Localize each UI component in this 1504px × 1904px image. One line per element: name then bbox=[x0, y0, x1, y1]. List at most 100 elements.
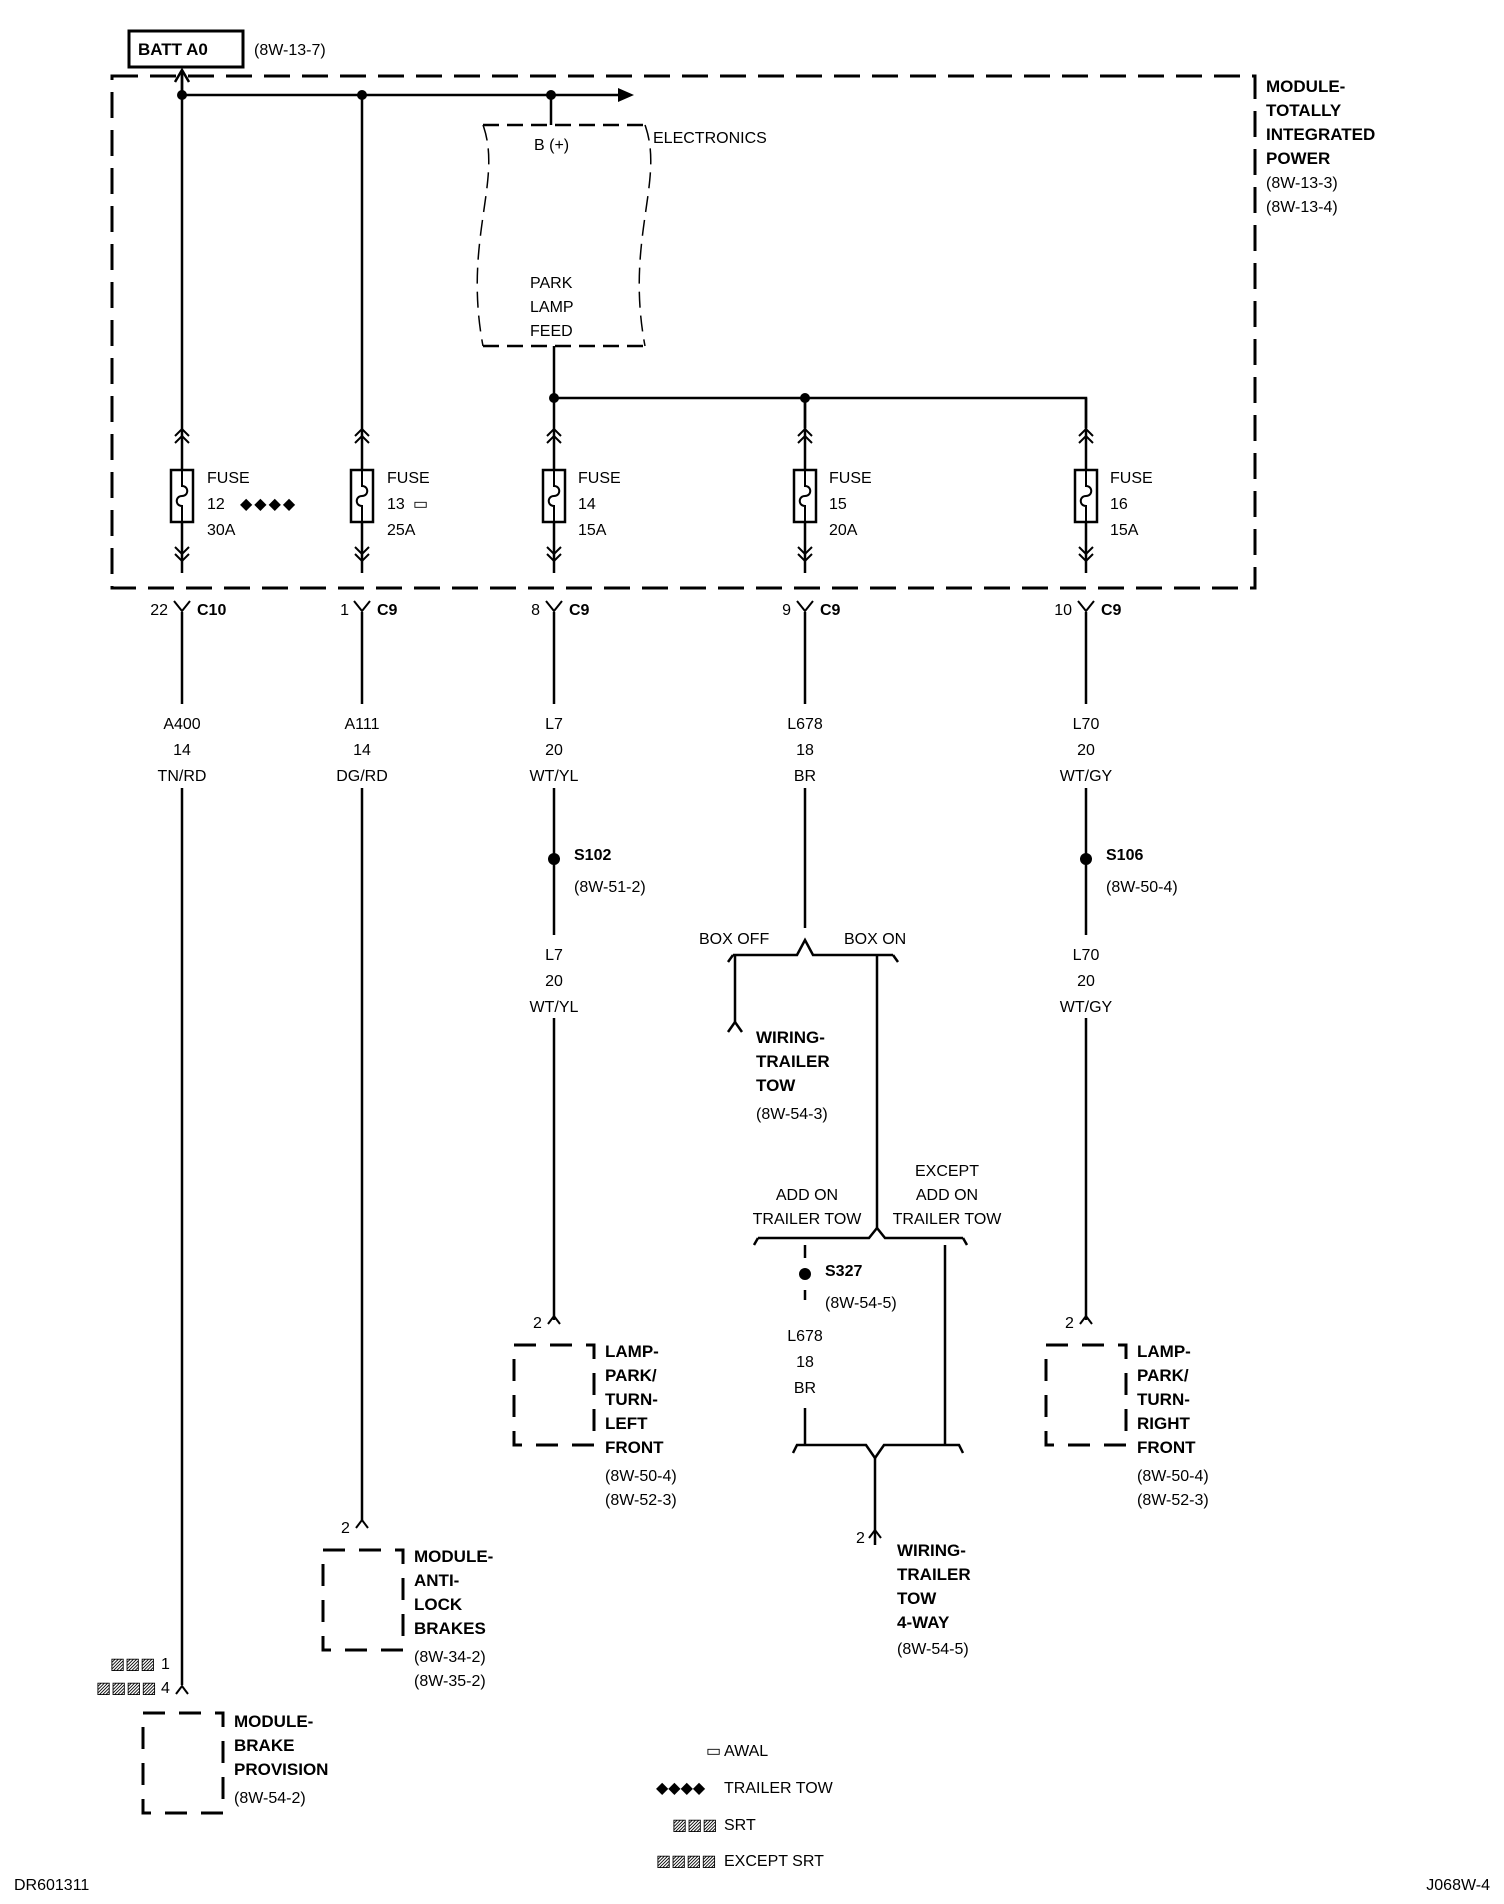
batt-arrow bbox=[173, 67, 191, 83]
splice-name: S327 bbox=[825, 1263, 862, 1280]
trailer-tow-4way-wiring: 2 WIRING- TRAILER TOW 4-WAY (8W-54-5) bbox=[856, 1530, 971, 1658]
box-on-label: BOX ON bbox=[844, 931, 906, 948]
except-add-on-line-1: EXCEPT bbox=[915, 1163, 979, 1180]
fuse-16-amps: 15A bbox=[1110, 522, 1139, 539]
wire-id: L678 bbox=[787, 716, 823, 733]
component-line-4: 4-WAY bbox=[897, 1613, 950, 1632]
fuse-14-amps: 15A bbox=[578, 522, 607, 539]
connector-pin: 9 bbox=[782, 602, 791, 619]
trailer-tow-line-1: WIRING- bbox=[756, 1028, 825, 1047]
component-pin: 2 bbox=[341, 1520, 350, 1537]
bus-junction-3 bbox=[546, 90, 556, 100]
component-pin: 2 bbox=[856, 1530, 865, 1547]
tipm-module-line-4: POWER bbox=[1266, 149, 1330, 168]
batt-ref: (8W-13-7) bbox=[254, 42, 326, 59]
fuse-15-amps: 20A bbox=[829, 522, 858, 539]
except-add-on-line-3: TRAILER TOW bbox=[893, 1211, 1003, 1228]
component-line-3: LOCK bbox=[414, 1595, 463, 1614]
circuit-l678: L678 18 BR bbox=[787, 612, 823, 928]
fuse-13-amps: 25A bbox=[387, 522, 416, 539]
connector-name: C9 bbox=[377, 602, 398, 619]
tipm-module-line-3: INTEGRATED bbox=[1266, 125, 1375, 144]
splice-name: S102 bbox=[574, 847, 611, 864]
wire-gauge: 20 bbox=[545, 742, 563, 759]
wire-gauge: 20 bbox=[1077, 742, 1095, 759]
tipm-module-line-1: MODULE- bbox=[1266, 77, 1345, 96]
splice-ref: (8W-50-4) bbox=[1106, 879, 1178, 896]
legend-text-trailer-tow: TRAILER TOW bbox=[724, 1780, 834, 1797]
box-option-split: BOX OFF BOX ON bbox=[699, 931, 906, 1228]
wire-id: A111 bbox=[345, 716, 380, 733]
lamp-park-turn-right-front: 2 LAMP- PARK/ TURN- RIGHT FRONT (8W-50-4… bbox=[1044, 1315, 1209, 1509]
component-line-4: LEFT bbox=[605, 1414, 648, 1433]
component-ref-1: (8W-34-2) bbox=[414, 1649, 486, 1666]
connector-c9-10: 10 C9 bbox=[1054, 600, 1122, 619]
legend-symbol-trailer-tow: ◆◆◆◆ bbox=[656, 1780, 706, 1797]
fuse-13-word: FUSE bbox=[387, 470, 430, 487]
wire-gauge: 18 bbox=[796, 742, 814, 759]
splice-name: S106 bbox=[1106, 847, 1143, 864]
pin-4-mark: ▨▨▨▨ bbox=[96, 1680, 156, 1697]
fuse-12-trailer-tow-mark: ◆◆◆◆ bbox=[240, 496, 297, 513]
fuse-12-amps: 30A bbox=[207, 522, 236, 539]
legend-text-except-srt: EXCEPT SRT bbox=[724, 1853, 824, 1870]
component-line-1: LAMP- bbox=[1137, 1342, 1191, 1361]
fuse-12-word: FUSE bbox=[207, 470, 250, 487]
connector-name: C9 bbox=[1101, 602, 1122, 619]
fuse-15-number: 15 bbox=[829, 496, 847, 513]
wire-id: L70 bbox=[1073, 947, 1100, 964]
trailer-tow-ref: (8W-54-3) bbox=[756, 1106, 828, 1123]
wire-id: L70 bbox=[1073, 716, 1100, 733]
fuse-13-number: 13 bbox=[387, 496, 405, 513]
fuse-14-number: 14 bbox=[578, 496, 596, 513]
wire-gauge: 20 bbox=[1077, 973, 1095, 990]
wire-id: A400 bbox=[163, 716, 200, 733]
splice-s102-dot bbox=[548, 853, 560, 865]
pin-4-number: 4 bbox=[161, 1680, 170, 1697]
pin-1-number: 1 bbox=[161, 1656, 170, 1673]
batt-label: BATT A0 bbox=[138, 40, 208, 59]
electronics-block: B (+) ELECTRONICS PARK LAMP FEED bbox=[476, 123, 767, 348]
tipm-module-ref-1: (8W-13-3) bbox=[1266, 175, 1338, 192]
component-ref-1: (8W-54-2) bbox=[234, 1790, 306, 1807]
pin-1-mark: ▨▨▨ bbox=[110, 1656, 155, 1673]
circuit-a400: A400 14 TN/RD bbox=[158, 612, 206, 1685]
fuse-12: FUSE 12 ◆◆◆◆ 30A bbox=[169, 95, 297, 573]
legend-text-srt: SRT bbox=[724, 1817, 756, 1834]
fuse-15: FUSE 15 20A bbox=[792, 398, 872, 573]
connector-name: C9 bbox=[820, 602, 841, 619]
wire-gauge: 14 bbox=[353, 742, 371, 759]
splice-ref: (8W-54-5) bbox=[825, 1295, 897, 1312]
trailer-tow-wiring-label: WIRING- TRAILER TOW (8W-54-3) bbox=[756, 1028, 830, 1123]
park-lamp-feed-line-1: PARK bbox=[530, 275, 573, 292]
connector-c9-1: 1 C9 bbox=[340, 600, 398, 619]
component-line-2: PARK/ bbox=[1137, 1366, 1189, 1385]
component-line-3: TURN- bbox=[605, 1390, 658, 1409]
add-on-line-1: ADD ON bbox=[776, 1187, 838, 1204]
electronics-label: ELECTRONICS bbox=[653, 130, 767, 147]
component-ref-1: (8W-50-4) bbox=[605, 1468, 677, 1485]
fuse-14-word: FUSE bbox=[578, 470, 621, 487]
box-off-label: BOX OFF bbox=[699, 931, 769, 948]
component-pin: 2 bbox=[1065, 1315, 1074, 1332]
component-ref-2: (8W-52-3) bbox=[605, 1492, 677, 1509]
fuse-16: FUSE 16 15A bbox=[1073, 398, 1153, 573]
b-plus-label: B (+) bbox=[534, 137, 569, 154]
except-add-on-line-2: ADD ON bbox=[916, 1187, 978, 1204]
connector-pin: 1 bbox=[340, 602, 349, 619]
component-line-1: MODULE- bbox=[234, 1712, 313, 1731]
connector-name: C9 bbox=[569, 602, 590, 619]
wire-id: L7 bbox=[545, 947, 563, 964]
wire-color: WT/YL bbox=[530, 999, 579, 1016]
wire-color: BR bbox=[794, 768, 816, 785]
wire-gauge: 14 bbox=[173, 742, 191, 759]
connector-c9-8: 8 C9 bbox=[531, 600, 590, 619]
connector-pin: 22 bbox=[150, 602, 168, 619]
wire-id: L678 bbox=[787, 1328, 823, 1345]
fuse-16-word: FUSE bbox=[1110, 470, 1153, 487]
wire-gauge: 20 bbox=[545, 973, 563, 990]
component-line-3: TOW bbox=[897, 1589, 937, 1608]
component-line-1: MODULE- bbox=[414, 1547, 493, 1566]
component-line-2: TRAILER bbox=[897, 1565, 971, 1584]
